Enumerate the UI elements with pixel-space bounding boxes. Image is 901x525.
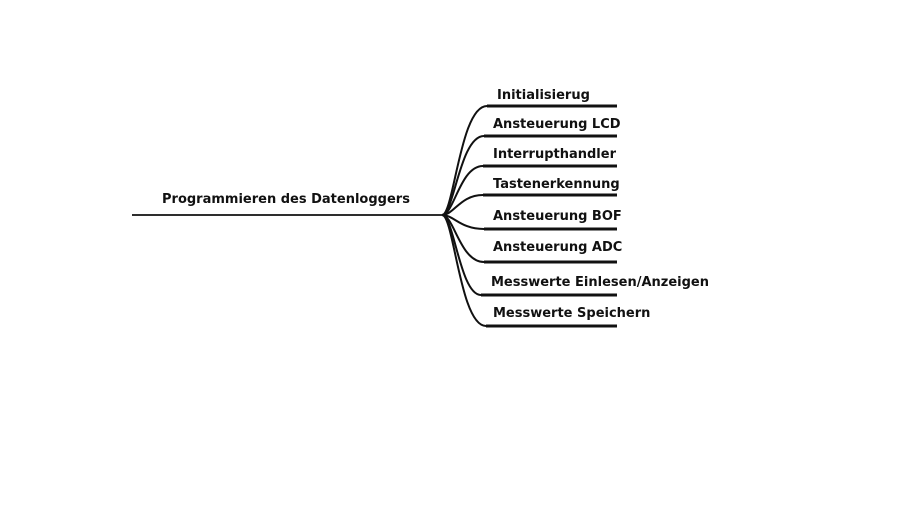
branch-label: Ansteuerung BOF <box>493 209 622 224</box>
branch-label: Messwerte Einlesen/Anzeigen <box>491 275 709 290</box>
root-node-label: Programmieren des Datenloggers <box>162 192 410 207</box>
branch-label: Messwerte Speichern <box>493 306 651 321</box>
branch-label: Initialisierug <box>497 88 590 103</box>
mindmap-edges <box>441 104 617 328</box>
branch-label: Tastenerkennung <box>493 177 620 192</box>
branch-label: Ansteuerung ADC <box>493 240 623 255</box>
branch-label: Interrupthandler <box>493 147 616 162</box>
branch-connector <box>441 214 487 327</box>
branch-label: Ansteuerung LCD <box>493 117 621 132</box>
